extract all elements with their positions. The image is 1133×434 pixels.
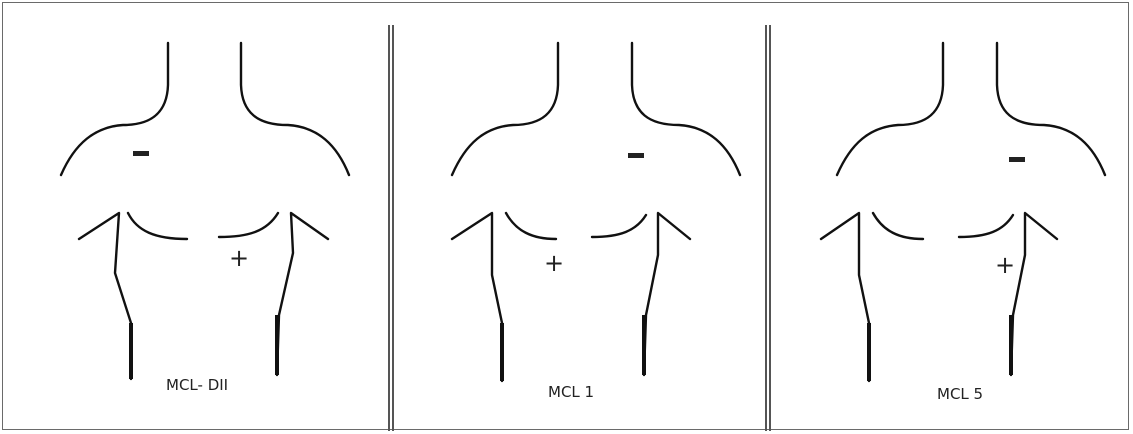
- neck-shoulder-right: [997, 43, 1105, 175]
- arm-left-outer: [452, 213, 502, 381]
- neck-shoulder-right: [632, 43, 740, 175]
- negative-electrode-mark: [133, 151, 149, 156]
- arm-left-outer: [821, 213, 869, 381]
- panel-divider-2: [765, 25, 771, 431]
- neck-shoulder-left: [61, 43, 168, 175]
- negative-electrode-mark: [1009, 157, 1025, 162]
- chest-curve-left: [506, 213, 556, 239]
- panel-mcl-5: + MCL 5: [773, 3, 1133, 431]
- neck-shoulder-right: [241, 43, 349, 175]
- negative-electrode-mark: [628, 153, 644, 158]
- chest-curve-right: [959, 215, 1013, 237]
- chest-curve-left: [128, 213, 187, 239]
- positive-electrode-mark: +: [229, 244, 249, 272]
- lead-label-mcl-dii: MCL- DII: [166, 376, 228, 394]
- positive-electrode-mark: +: [544, 249, 564, 277]
- arm-right-outer: [1011, 213, 1057, 375]
- torso-outline-1: +: [3, 3, 378, 431]
- neck-shoulder-left: [837, 43, 943, 175]
- lead-label-mcl-1: MCL 1: [548, 383, 594, 401]
- chest-curve-right: [592, 215, 646, 237]
- arm-right-outer: [277, 213, 328, 375]
- panel-divider-1: [388, 25, 394, 431]
- torso-outline-2: +: [396, 3, 771, 431]
- neck-shoulder-left: [452, 43, 558, 175]
- panel-mcl-1: + MCL 1: [396, 3, 771, 431]
- chest-curve-right: [219, 213, 278, 237]
- chest-curve-left: [873, 213, 923, 239]
- arm-right-outer: [644, 213, 690, 375]
- lead-label-mcl-5: MCL 5: [937, 385, 983, 403]
- torso-outline-3: +: [773, 3, 1133, 431]
- panel-mcl-dii: + MCL- DII: [3, 3, 378, 431]
- positive-electrode-mark: +: [995, 251, 1015, 279]
- arm-left-outer: [79, 213, 131, 379]
